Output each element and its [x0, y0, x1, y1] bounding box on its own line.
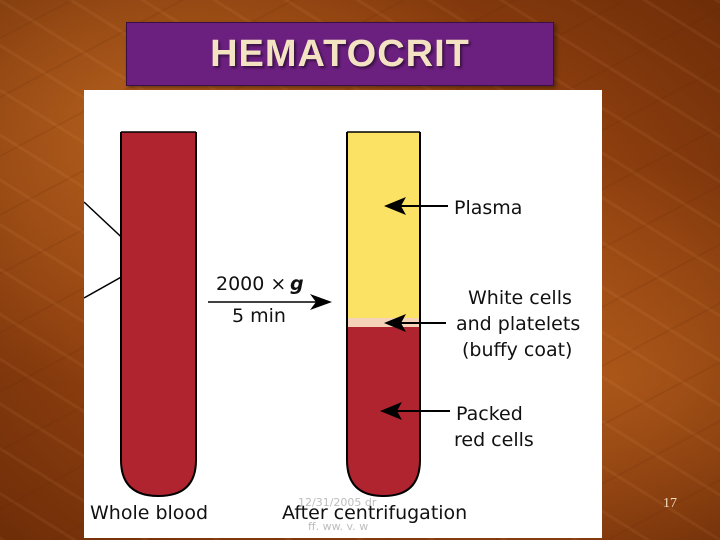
buffy-label-line2: and platelets: [456, 313, 580, 335]
buffy-label-line1: White cells: [468, 287, 572, 309]
arrow-head: [310, 294, 332, 310]
plasma-arrow-icon: [384, 197, 406, 215]
slide-title: HEMATOCRIT: [210, 32, 470, 75]
buffy-coat-layer: [347, 318, 420, 327]
buffy-pointer: White cells and platelets (buffy coat): [384, 287, 580, 361]
whole-blood-tube: [120, 131, 197, 498]
buffy-arrow-icon: [384, 314, 406, 332]
packed-pointer: Packed red cells: [380, 402, 534, 451]
speed-unit-label: g: [290, 273, 304, 295]
diagram-svg: 2000 × g 5 min Plasma White cells and pl…: [84, 131, 580, 533]
centrifuged-tube-outline: [346, 132, 421, 498]
whole-blood-fill: [121, 132, 196, 496]
slide-number: 17: [663, 496, 677, 511]
plasma-layer: [347, 132, 420, 318]
packed-arrow-icon: [380, 402, 402, 420]
buffy-label-line3: (buffy coat): [462, 339, 572, 361]
title-banner: HEMATOCRIT: [126, 22, 554, 86]
plasma-label: Plasma: [454, 197, 522, 219]
whole-blood-outline: [120, 132, 197, 498]
after-centrifugation-caption: After centrifugation: [282, 502, 467, 524]
packed-label-line2: red cells: [454, 429, 534, 451]
whole-blood-caption: Whole blood: [90, 502, 208, 524]
packed-label-line1: Packed: [456, 403, 523, 425]
centrifuge-arrow: 2000 × g 5 min: [208, 273, 332, 327]
centrifuged-tube: [346, 131, 421, 498]
speed-number-label: 2000 ×: [216, 273, 286, 295]
footer-overlay-line2: ff. ww. v. w: [308, 520, 368, 533]
time-label: 5 min: [232, 305, 286, 327]
plasma-pointer: Plasma: [384, 197, 522, 219]
hematocrit-diagram: 2000 × g 5 min Plasma White cells and pl…: [84, 90, 602, 538]
footer-overlay-line1: 12/31/2005 dr: [298, 496, 377, 509]
